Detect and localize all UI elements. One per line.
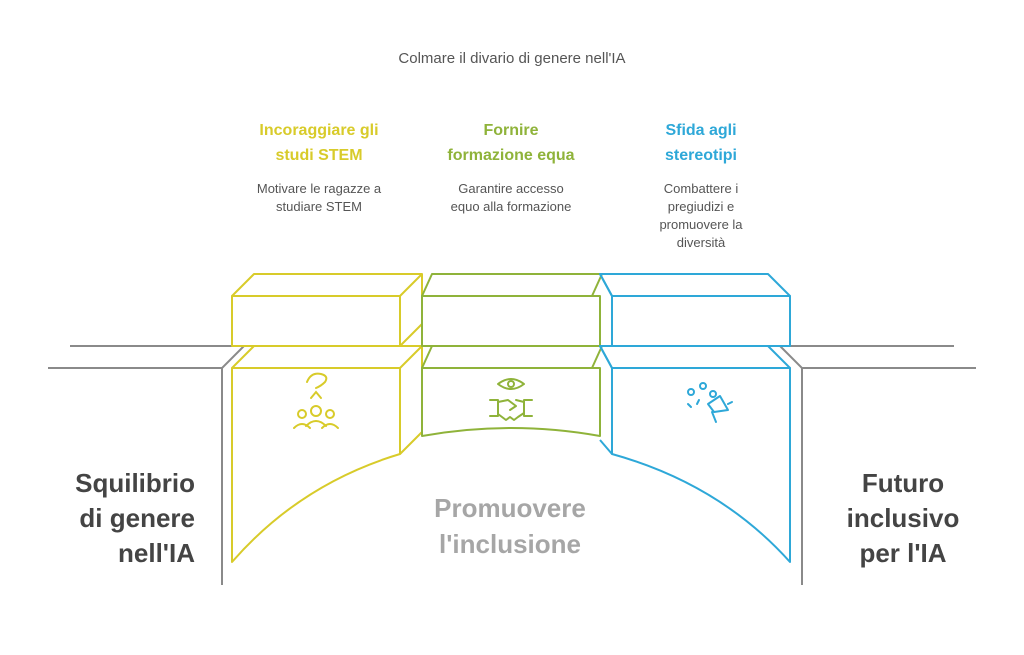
column-title-stem: Incoraggiare gli studi STEM [259, 122, 379, 164]
column-title-stereotypes: Sfida agli stereotipi [664, 122, 737, 164]
diagram-title: Colmare il divario di genere nell'IA [398, 50, 626, 67]
bridge-block-training [421, 273, 603, 437]
left-label: Squilibrio di genere nell'IA [75, 468, 195, 568]
column-desc-stem: Motivare le ragazze a studiare STEM [256, 181, 382, 214]
column-desc-stereotypes: Combattere i pregiudizi e promuovere la … [659, 181, 743, 250]
megaphone-people-icon [687, 382, 733, 423]
column-desc-training: Garantire accesso equo alla formazione [450, 181, 572, 214]
column-title-training: Fornire formazione equa [447, 122, 575, 164]
center-label: Promuovere l'inclusione [434, 493, 586, 559]
bridge-block-stereotypes [599, 273, 791, 563]
right-label: Futuro inclusivo per l'IA [846, 468, 960, 568]
right-cliff [777, 345, 976, 585]
left-cliff [48, 345, 247, 585]
handshake-eye-icon [489, 378, 533, 421]
students-group-icon [293, 372, 339, 429]
